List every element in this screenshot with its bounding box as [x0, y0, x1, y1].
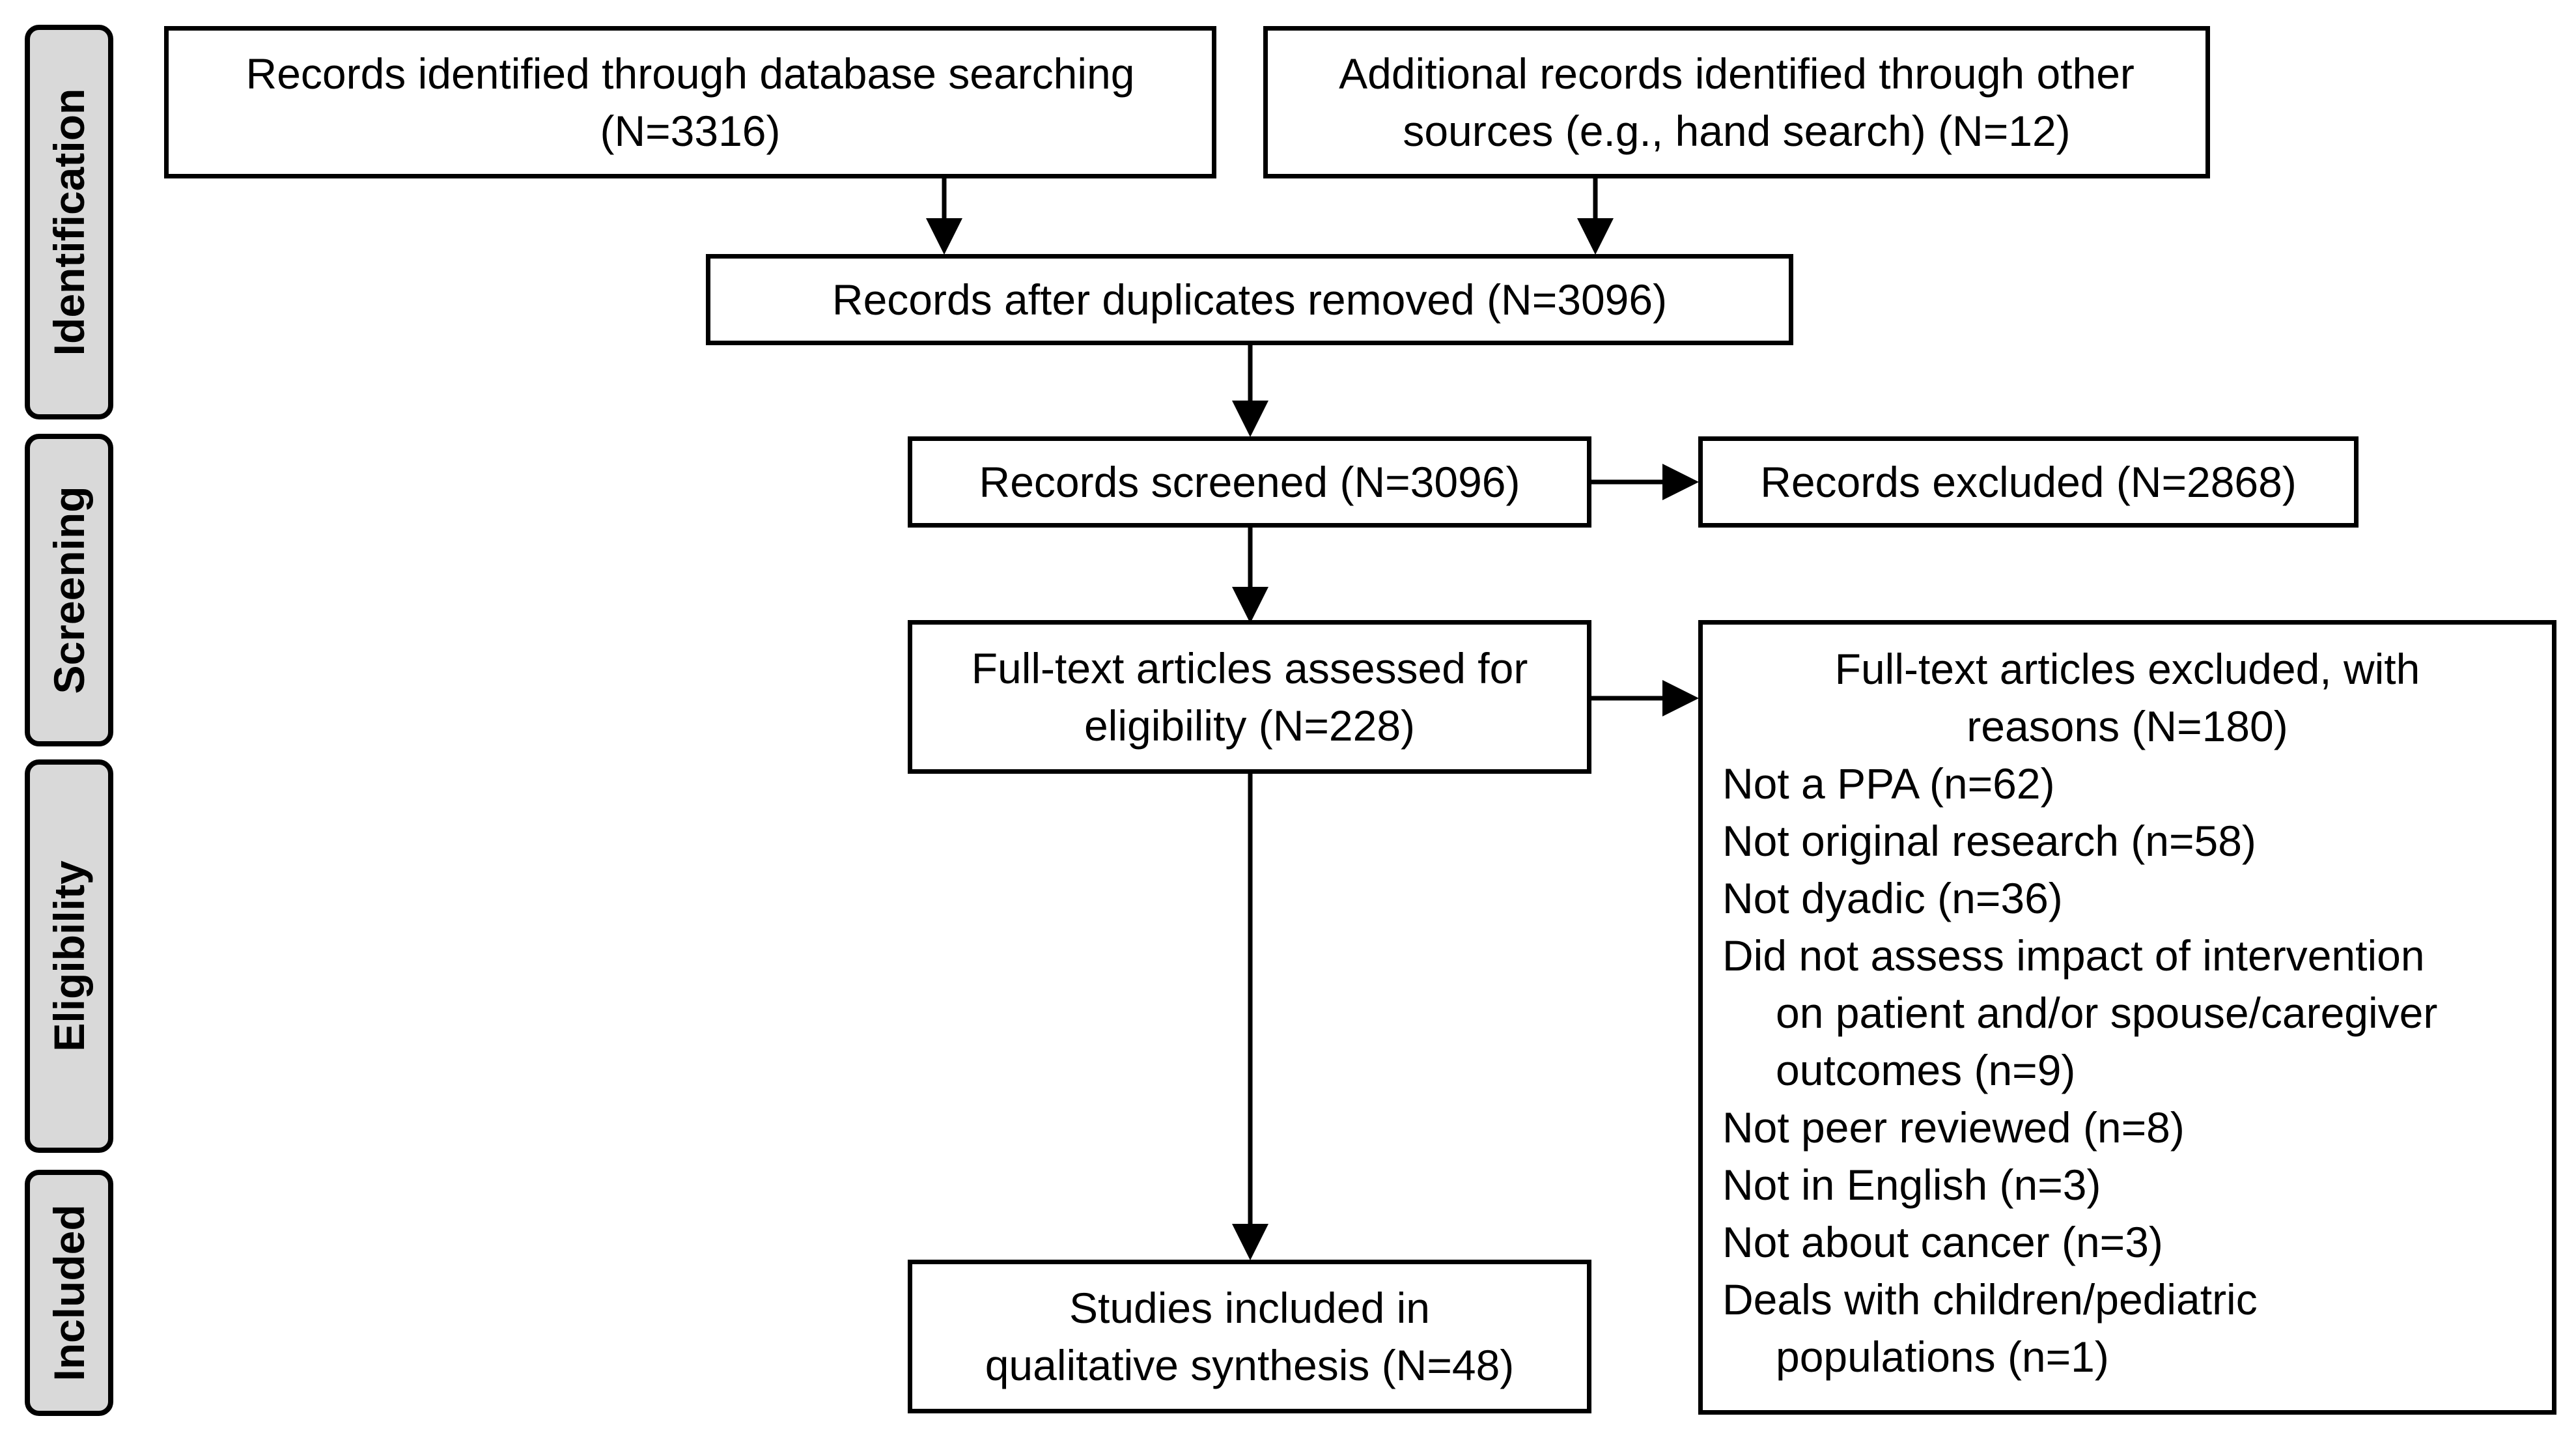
exclusion-reason: Not in English (n=3) [1722, 1161, 2101, 1209]
box-fulltext-assessed-line2: eligibility (N=228) [1084, 701, 1416, 750]
excluded-reasons-heading-line1: Full-text articles excluded, with [1834, 645, 2420, 693]
box-other-sources-line1: Additional records identified through ot… [1339, 50, 2135, 98]
box-records-excluded: Records excluded (N=2868) [1698, 436, 2359, 528]
box-fulltext-excluded: Full-text articles excluded, with reason… [1698, 620, 2556, 1415]
box-records-excluded-line1: Records excluded (N=2868) [1760, 458, 2297, 506]
stage-eligibility-label: Eligibility [45, 860, 93, 1052]
exclusion-reason-continued: populations (n=1) [1776, 1333, 2109, 1381]
exclusion-reason: Not about cancer (n=3) [1722, 1218, 2163, 1266]
stage-eligibility: Eligibility [25, 759, 113, 1153]
box-database-search-line1: Records identified through database sear… [245, 50, 1135, 98]
stage-screening: Screening [25, 434, 113, 746]
box-database-search-line2: (N=3316) [600, 107, 781, 155]
exclusion-reason: Not peer reviewed (n=8) [1722, 1103, 2185, 1152]
stage-included: Included [25, 1170, 113, 1416]
exclusion-reason-continued: outcomes (n=9) [1776, 1046, 2076, 1094]
box-records-screened: Records screened (N=3096) [908, 436, 1591, 528]
stage-included-label: Included [45, 1204, 93, 1381]
exclusion-reason: Deals with children/pediatric [1722, 1275, 2258, 1323]
exclusion-reason: Not dyadic (n=36) [1722, 874, 2063, 922]
excluded-reasons-heading: Full-text articles excluded, with reason… [1722, 640, 2552, 755]
box-database-search: Records identified through database sear… [164, 26, 1216, 178]
box-duplicates-removed-line1: Records after duplicates removed (N=3096… [832, 276, 1668, 324]
stage-screening-label: Screening [45, 486, 93, 694]
box-records-screened-line1: Records screened (N=3096) [979, 458, 1520, 506]
box-studies-included-line1: Studies included in [1069, 1284, 1431, 1332]
box-fulltext-assessed-line1: Full-text articles assessed for [971, 644, 1528, 692]
exclusion-reason-continued: on patient and/or spouse/caregiver [1776, 989, 2438, 1037]
box-other-sources: Additional records identified through ot… [1263, 26, 2210, 178]
stage-identification-label: Identification [45, 88, 93, 356]
exclusion-reason: Did not assess impact of intervention [1722, 931, 2425, 980]
exclusion-reason: Not a PPA (n=62) [1722, 759, 2055, 808]
box-other-sources-line2: sources (e.g., hand search) (N=12) [1403, 107, 2071, 155]
box-fulltext-assessed: Full-text articles assessed for eligibil… [908, 620, 1591, 774]
excluded-reasons-heading-line2: reasons (N=180) [1967, 702, 2288, 750]
box-studies-included-line2: qualitative synthesis (N=48) [985, 1341, 1515, 1389]
stage-identification: Identification [25, 25, 113, 419]
box-studies-included: Studies included in qualitative synthesi… [908, 1260, 1591, 1413]
box-duplicates-removed: Records after duplicates removed (N=3096… [706, 254, 1793, 345]
exclusion-reason: Not original research (n=58) [1722, 817, 2256, 865]
